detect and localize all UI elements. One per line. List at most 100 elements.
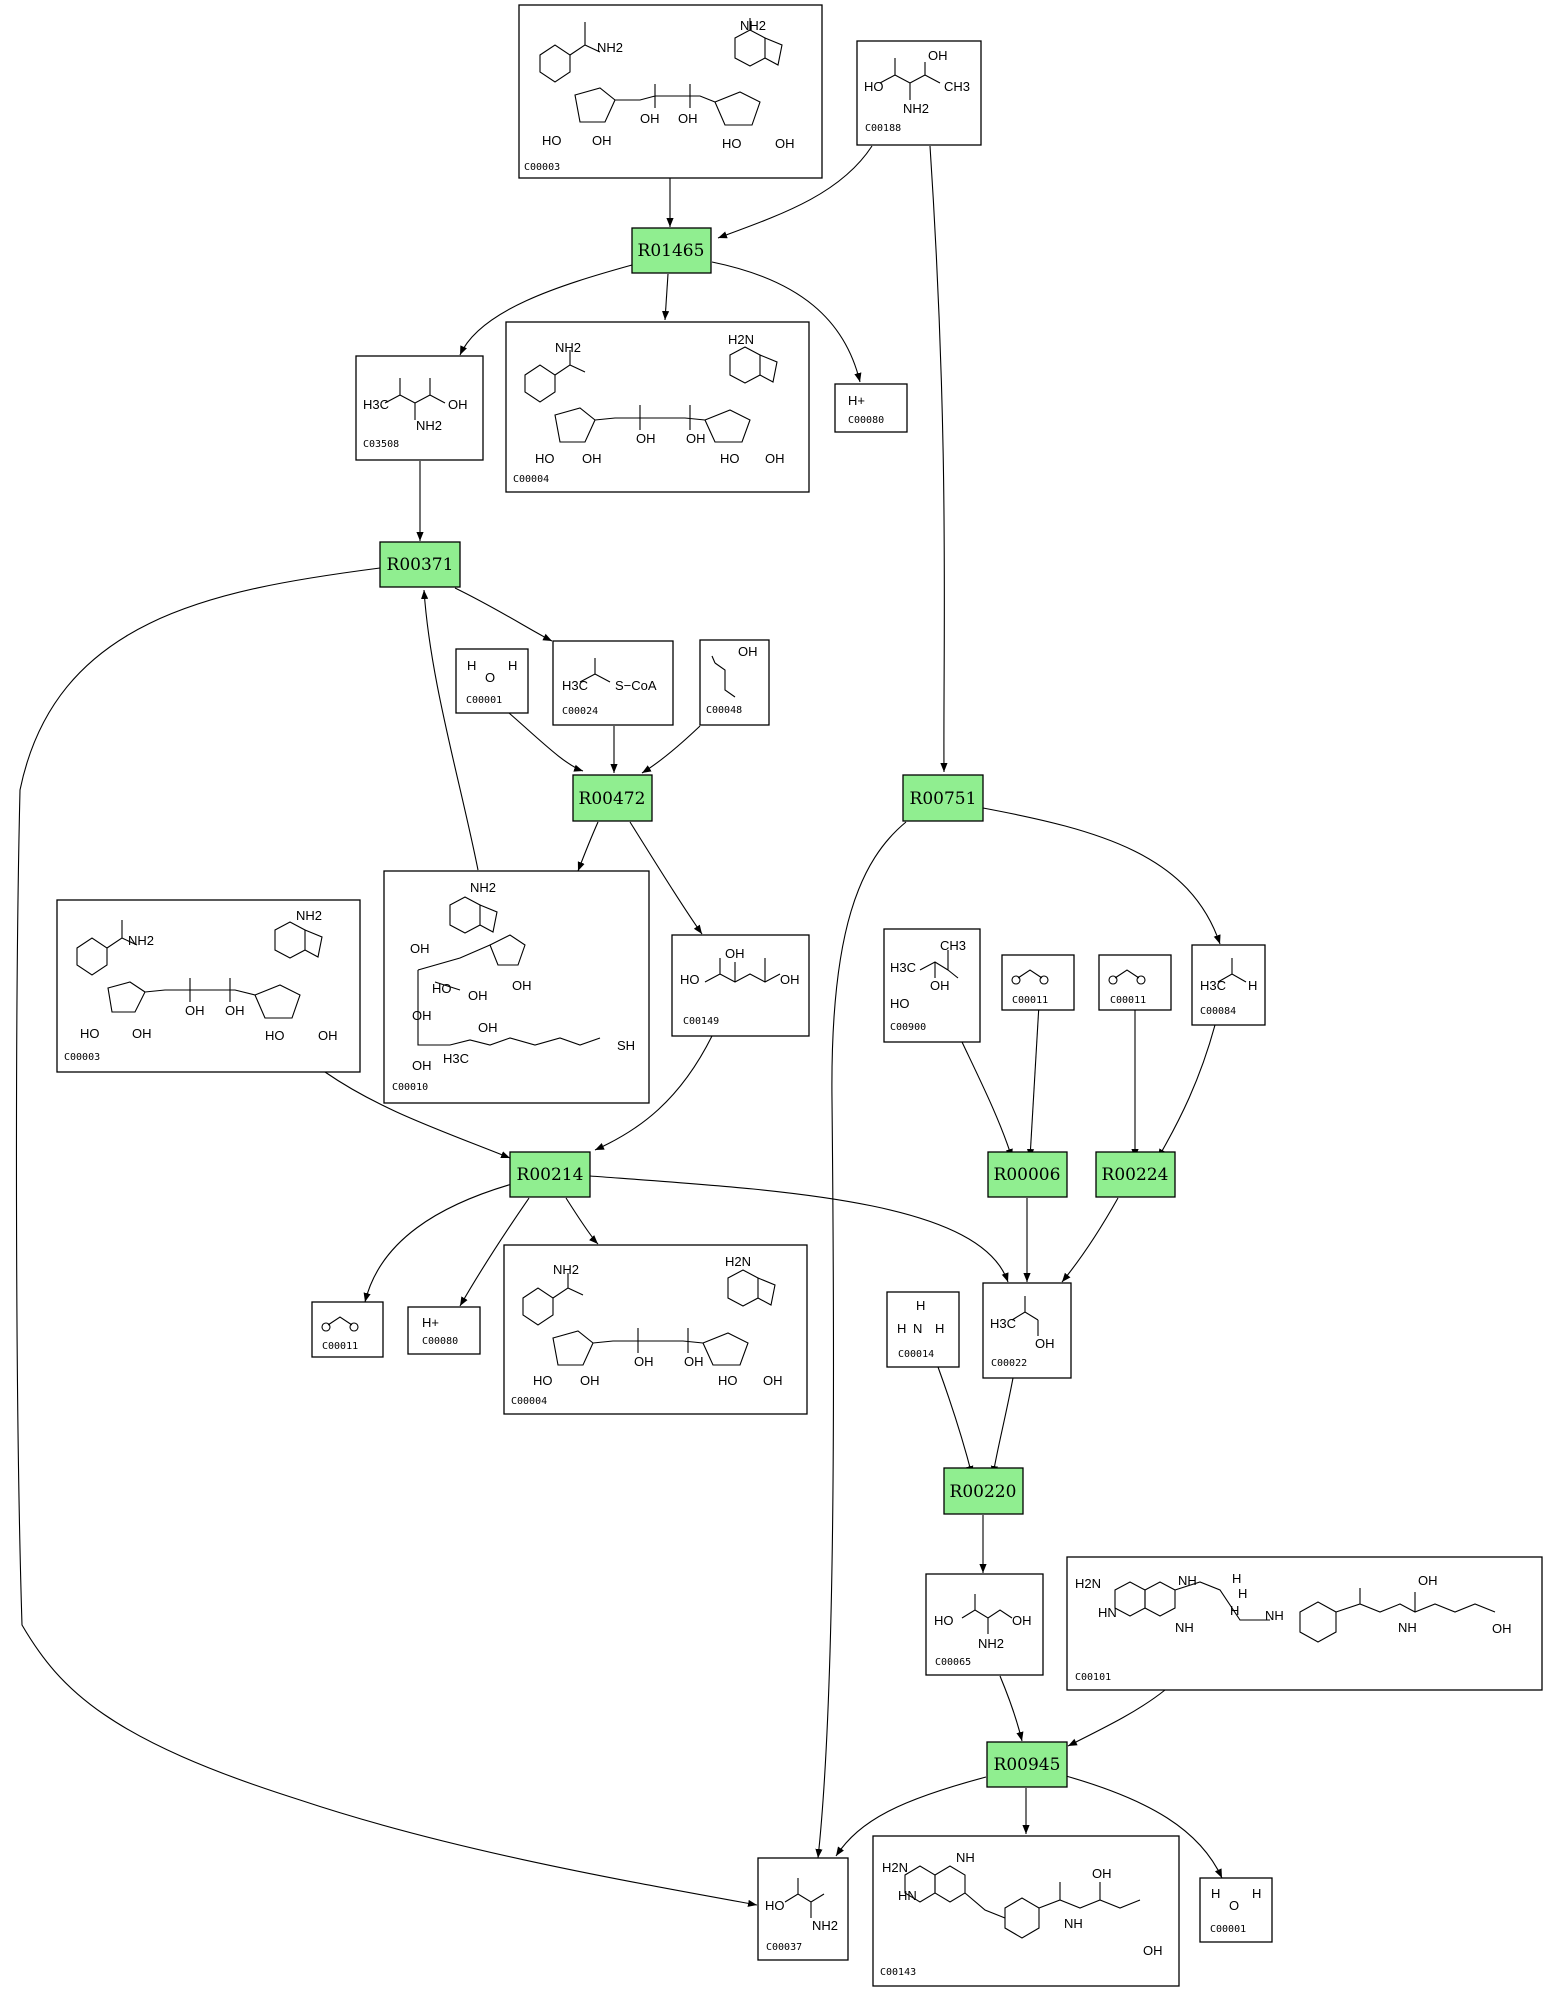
compound-c00900[interactable]: CH3 H3C OH HO C00900 — [883, 928, 981, 1043]
compound-c00022[interactable]: H3C OH C00022 — [982, 1282, 1072, 1379]
compound-c00001-top[interactable]: H O H C00001 — [455, 648, 529, 714]
structure-drawing — [579, 658, 611, 683]
group-label: CH3 — [944, 79, 970, 94]
compound-c00004-top[interactable]: NH2 H2N OH OH HO OH HO OH C00004 — [505, 321, 810, 493]
edge-c00084-r00224 — [1157, 1024, 1216, 1159]
compounds: NH2 NH2 OH OH HO OH HO OH C00003 OH HO C… — [56, 4, 1543, 1987]
group-label: OH — [640, 111, 660, 126]
group-label: H+ — [422, 1315, 439, 1330]
group-label: HO — [533, 1373, 553, 1388]
edge-c00188-r01465 — [717, 145, 873, 239]
edge-c00048-r00472 — [641, 725, 701, 774]
structure-drawing — [961, 1594, 1013, 1634]
compound-id: C00010 — [392, 1082, 428, 1093]
reaction-label: R00945 — [994, 1755, 1061, 1775]
edge-r00214-c00004b — [565, 1197, 599, 1245]
structure-drawing — [879, 58, 941, 100]
group-label: OH — [780, 972, 800, 987]
group-label: OH — [930, 978, 950, 993]
compound-c00084[interactable]: H3C H C00084 — [1191, 944, 1266, 1026]
reaction-r00751[interactable]: R00751 — [902, 774, 984, 822]
compound-c00011-b[interactable]: C00011 — [1098, 954, 1172, 1011]
group-label: H2N — [725, 1254, 751, 1269]
group-label: HO — [890, 996, 910, 1011]
edge-c00022-r00220 — [990, 1377, 1014, 1476]
compound-c00188[interactable]: OH HO CH3 NH2 C00188 — [856, 40, 982, 146]
group-label: HO — [432, 981, 452, 996]
group-label: OH — [725, 946, 745, 961]
compound-c00024[interactable]: H3C S−CoA C00024 — [552, 640, 674, 726]
group-label: NH2 — [740, 18, 766, 33]
compound-c00004-bottom[interactable]: NH2 H2N OH OH HO OH HO OH C00004 — [503, 1244, 808, 1415]
compound-c00048[interactable]: OH C00048 — [699, 639, 770, 726]
reaction-r00472[interactable]: R00472 — [572, 774, 653, 822]
compound-c00037[interactable]: HO NH2 C00037 — [757, 1857, 849, 1961]
group-label: NH — [1064, 1916, 1083, 1931]
reaction-r00214[interactable]: R00214 — [509, 1151, 591, 1198]
reaction-label: R00371 — [387, 555, 454, 575]
reactions: R01465 R00371 R00472 R00751 R00214 R0000… — [379, 227, 1176, 1788]
group-label: H+ — [848, 393, 865, 408]
reaction-r00006[interactable]: R00006 — [987, 1151, 1068, 1198]
reaction-r01465[interactable]: R01465 — [631, 227, 712, 274]
compound-id: C00080 — [422, 1336, 458, 1347]
group-label: SH — [617, 1038, 635, 1053]
compound-c00080-bottom[interactable]: H+ C00080 — [407, 1306, 481, 1355]
structure-drawing — [1114, 1581, 1496, 1643]
group-label: OH — [225, 1003, 245, 1018]
compound-id: C00084 — [1200, 1006, 1236, 1017]
group-label: HO — [542, 133, 562, 148]
co2-structure — [1114, 969, 1140, 979]
group-label: NH — [1178, 1573, 1197, 1588]
compound-c00001-bottom[interactable]: H O H C00001 — [1199, 1877, 1273, 1943]
compound-id: C00003 — [524, 162, 560, 173]
compound-c00065[interactable]: HO OH NH2 C00065 — [925, 1573, 1044, 1676]
group-label: NH2 — [812, 1918, 838, 1933]
edge-r00751-c00037 — [815, 821, 907, 1859]
group-label: NH2 — [296, 908, 322, 923]
reaction-r00371[interactable]: R00371 — [379, 541, 461, 588]
reaction-label: R00006 — [994, 1165, 1061, 1185]
compound-c00003-left[interactable]: NH2 NH2 OH OH HO OH HO OH C00003 — [56, 899, 361, 1073]
group-label: NH — [1398, 1620, 1417, 1635]
compound-id: C00004 — [513, 474, 549, 485]
reaction-r00945[interactable]: R00945 — [986, 1741, 1068, 1788]
compound-id: C00001 — [1210, 1924, 1246, 1935]
edge-r01465-c03508 — [459, 264, 633, 356]
reaction-label: R00472 — [579, 789, 646, 809]
compound-c00010[interactable]: NH2 OH OH HO OH OH H3C OH SH OH C00010 — [383, 870, 650, 1104]
compound-c03508[interactable]: H3C OH NH2 C03508 — [355, 355, 484, 461]
co2-structure — [327, 1316, 353, 1326]
group-label: NH2 — [553, 1262, 579, 1277]
edge-r00945-c00001b — [1065, 1775, 1223, 1879]
reaction-r00220[interactable]: R00220 — [943, 1467, 1024, 1515]
compound-id: C00080 — [848, 415, 884, 426]
group-label: HO — [722, 136, 742, 151]
group-label: OH — [412, 1008, 432, 1023]
compound-id: C00149 — [683, 1016, 719, 1027]
compound-c00143[interactable]: H2N NH HN OH NH OH C00143 — [872, 1835, 1180, 1987]
compound-c00003-top[interactable]: NH2 NH2 OH OH HO OH HO OH C00003 — [518, 4, 823, 179]
group-label: OH — [1012, 1613, 1032, 1628]
structure-drawing — [1217, 958, 1247, 983]
edge-r00224-c00022 — [1061, 1197, 1119, 1283]
group-label: OH — [1035, 1336, 1055, 1351]
group-label: OH — [928, 48, 948, 63]
structure-drawing — [919, 950, 959, 979]
compound-c00011-c[interactable]: C00011 — [311, 1301, 384, 1358]
group-label: OH — [478, 1020, 498, 1035]
reaction-label: R00214 — [517, 1165, 584, 1185]
edges — [15, 145, 1223, 1907]
compound-c00149[interactable]: OH HO OH C00149 — [671, 934, 810, 1037]
reaction-r00224[interactable]: R00224 — [1095, 1151, 1176, 1198]
compound-c00080-top[interactable]: H+ C00080 — [834, 383, 908, 433]
reaction-label: R00224 — [1102, 1165, 1169, 1185]
group-label: OH — [582, 451, 602, 466]
compound-c00011-a[interactable]: C00011 — [1001, 954, 1075, 1011]
structure-drawing — [704, 958, 781, 983]
group-label: NH2 — [903, 101, 929, 116]
group-label: OH — [468, 988, 488, 1003]
compound-c00014[interactable]: H H N H C00014 — [886, 1291, 960, 1368]
compound-c00101[interactable]: H2N NH H H OH HN NH NH H OH NH C00101 — [1066, 1556, 1543, 1691]
edge-c00010-r00371 — [421, 589, 479, 871]
